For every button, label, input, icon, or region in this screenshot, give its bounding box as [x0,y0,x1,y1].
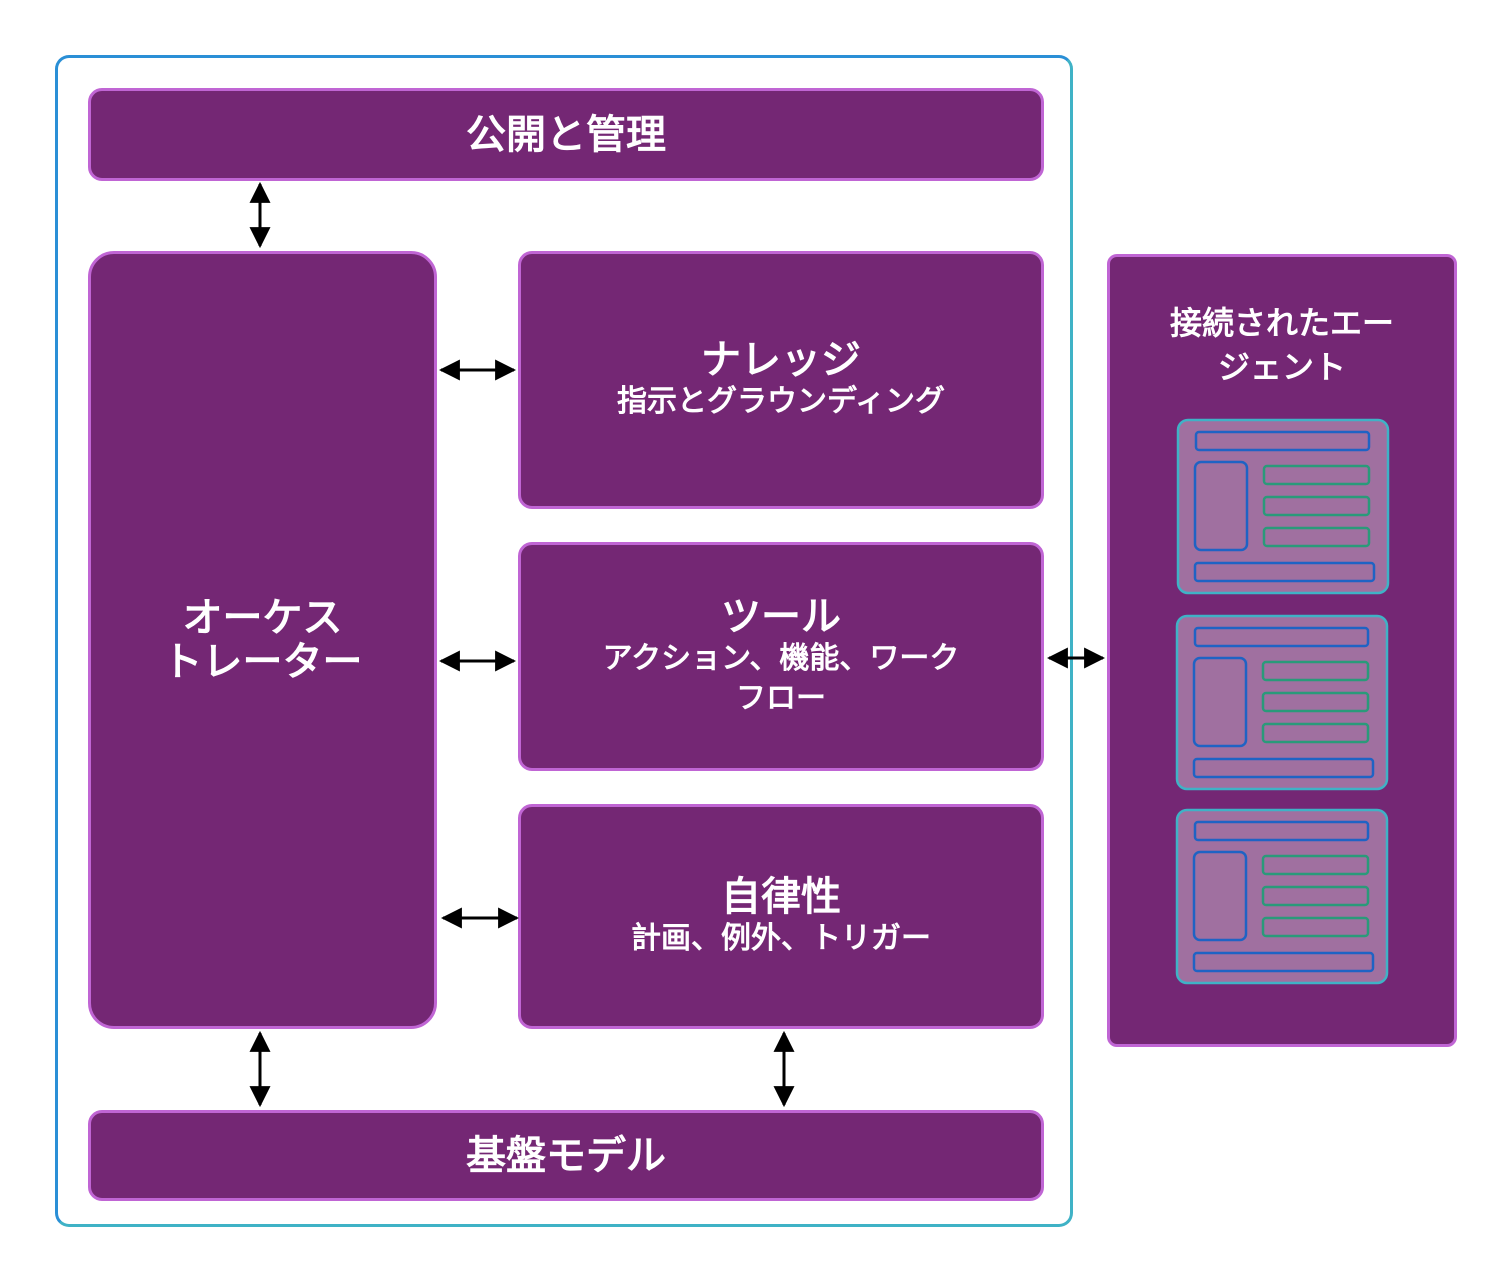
foundation-model-label: 基盤モデル [466,1132,666,1179]
agent-card-thumbnail [1193,460,1249,552]
tools-subtitle-line2: フロー [736,680,826,716]
agent-card-line [1261,691,1370,713]
orchestrator-label-line2: トレーター [162,639,363,685]
autonomy-title: 自律性 [721,873,841,920]
knowledge-subtitle: 指示とグラウンディング [617,384,945,419]
agent-card-line [1261,885,1370,907]
publish-management-box: 公開と管理 [88,88,1044,181]
connected-agents-title-line1: 接続されたエー [1169,304,1394,342]
autonomy-subtitle: 計画、例外、トリガー [631,920,931,956]
knowledge-title: ナレッジ [701,337,861,383]
agent-card-header-bar [1193,820,1370,842]
agent-card-footer-bar [1193,561,1376,583]
agent-card-line [1262,464,1371,486]
agent-card-line [1261,660,1370,682]
tools-subtitle-line1: アクション、機能、ワーク [602,640,960,676]
platform-frame [55,55,1073,1227]
knowledge-box: ナレッジ 指示とグラウンディング [518,251,1044,509]
agent-card-line [1261,722,1370,744]
publish-management-label: 公開と管理 [466,111,666,158]
agent-card-line [1261,916,1370,938]
agent-card-line [1262,526,1371,548]
agent-card-1 [1176,418,1390,595]
connected-agents-title-line2: ジェント [1217,348,1346,386]
agent-card-footer-bar [1192,951,1375,973]
agent-card-header-bar [1194,430,1371,452]
agent-card-line [1262,495,1371,517]
agent-card-line [1261,854,1370,876]
agent-card-footer-bar [1192,757,1375,779]
agent-card-3 [1175,808,1389,985]
orchestrator-label-line1: オーケス [182,595,343,641]
tools-title: ツール [721,593,841,640]
tools-box: ツール アクション、機能、ワーク フロー [518,542,1044,771]
agent-card-2 [1175,614,1389,791]
agent-card-thumbnail [1192,850,1248,942]
foundation-model-box: 基盤モデル [88,1110,1044,1201]
orchestrator-box: オーケス トレーター [88,251,437,1029]
agent-card-thumbnail [1192,656,1248,748]
autonomy-box: 自律性 計画、例外、トリガー [518,804,1044,1029]
agent-card-header-bar [1193,626,1370,648]
